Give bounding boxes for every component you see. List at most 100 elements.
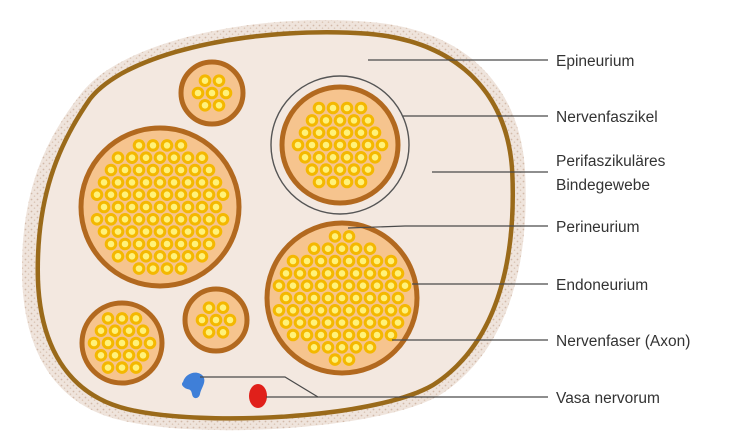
axon-core: [309, 166, 316, 173]
axon-core: [199, 228, 206, 235]
axon-core: [316, 129, 323, 136]
axon-core: [346, 356, 353, 363]
axon-core: [220, 216, 227, 223]
axon-core: [388, 282, 395, 289]
axon-core: [140, 327, 147, 334]
axon-core: [195, 90, 202, 97]
axon-core: [367, 245, 374, 252]
axon-core: [122, 216, 129, 223]
axon-core: [372, 129, 379, 136]
axon-core: [199, 253, 206, 260]
axon-core: [129, 154, 136, 161]
axon-core: [220, 329, 227, 336]
axon-core: [325, 295, 332, 302]
axon-core: [304, 282, 311, 289]
axon-core: [351, 117, 358, 124]
axon-core: [192, 191, 199, 198]
axon-core: [309, 142, 316, 149]
axon-core: [318, 332, 325, 339]
axon-core: [133, 364, 140, 371]
fascicle-small-middle: [185, 289, 247, 351]
axon-core: [105, 364, 112, 371]
axon-core: [129, 204, 136, 211]
axon-core: [101, 204, 108, 211]
axon-core: [358, 179, 365, 186]
axon-core: [388, 258, 395, 265]
axon-core: [344, 129, 351, 136]
axon-core: [346, 282, 353, 289]
fascicle-small-bottom-left: [82, 303, 162, 383]
axon-core: [379, 142, 386, 149]
axon-core: [213, 204, 220, 211]
axon-core: [119, 340, 126, 347]
axon-core: [311, 245, 318, 252]
axon-core: [112, 352, 119, 359]
axon-core: [143, 154, 150, 161]
label-nervenfaser: Nervenfaser (Axon): [556, 333, 690, 350]
axon-core: [339, 319, 346, 326]
axon-core: [367, 319, 374, 326]
axon-core: [185, 179, 192, 186]
axon-core: [101, 228, 108, 235]
fascicle-large-left: [81, 128, 239, 286]
axon-core: [206, 241, 213, 248]
axon-core: [374, 258, 381, 265]
axon-core: [344, 179, 351, 186]
axon-core: [223, 90, 230, 97]
axon-core: [192, 216, 199, 223]
label-perifaszikulaeres: Perifaszikuläres: [556, 153, 666, 170]
axon-core: [143, 253, 150, 260]
axon-core: [388, 332, 395, 339]
axon-core: [311, 319, 318, 326]
label-epineurium: Epineurium: [556, 53, 634, 70]
axon-core: [360, 282, 367, 289]
axon-core: [302, 129, 309, 136]
axon-core: [332, 332, 339, 339]
axon-core: [297, 270, 304, 277]
axon-core: [395, 295, 402, 302]
axon-core: [325, 270, 332, 277]
axon-core: [374, 307, 381, 314]
axon-core: [185, 154, 192, 161]
axon-core: [323, 117, 330, 124]
axon-core: [202, 102, 209, 109]
axon-core: [297, 319, 304, 326]
axon-core: [98, 327, 105, 334]
axon-core: [360, 307, 367, 314]
axon-core: [115, 179, 122, 186]
axon-core: [290, 307, 297, 314]
axon-core: [353, 344, 360, 351]
axon-core: [290, 258, 297, 265]
axon-core: [108, 191, 115, 198]
axon-core: [126, 352, 133, 359]
axon-core: [108, 241, 115, 248]
axon-core: [185, 204, 192, 211]
axon-core: [164, 191, 171, 198]
axon-core: [185, 253, 192, 260]
axon-core: [108, 167, 115, 174]
axon-core: [318, 307, 325, 314]
axon-core: [330, 154, 337, 161]
axon-core: [346, 258, 353, 265]
axon-core: [129, 228, 136, 235]
axon-core: [129, 253, 136, 260]
axon-core: [171, 154, 178, 161]
axon-core: [115, 253, 122, 260]
axon-core: [98, 352, 105, 359]
label-bindegewebe: Bindegewebe: [556, 177, 650, 194]
axon-core: [216, 102, 223, 109]
axon-core: [304, 258, 311, 265]
axon-core: [318, 258, 325, 265]
axon-core: [178, 216, 185, 223]
axon-core: [216, 77, 223, 84]
label-perineurium: Perineurium: [556, 219, 640, 236]
axon-core: [309, 117, 316, 124]
axon-core: [213, 317, 220, 324]
axon-core: [395, 319, 402, 326]
axon-core: [122, 167, 129, 174]
axon-core: [119, 315, 126, 322]
axon-core: [304, 307, 311, 314]
axon-core: [150, 142, 157, 149]
axon-core: [372, 154, 379, 161]
axon-core: [332, 356, 339, 363]
